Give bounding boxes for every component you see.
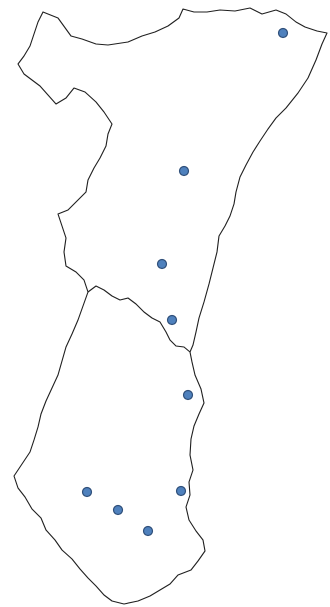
location-marker — [178, 165, 190, 177]
region-outline — [13, 7, 328, 605]
location-marker — [142, 525, 154, 537]
marker-layer — [81, 27, 289, 537]
location-marker — [81, 486, 93, 498]
location-marker — [166, 314, 178, 326]
location-marker — [112, 504, 124, 516]
location-marker — [175, 485, 187, 497]
department-border — [87, 285, 191, 353]
location-marker — [156, 258, 168, 270]
location-marker — [182, 389, 194, 401]
location-marker — [277, 27, 289, 39]
